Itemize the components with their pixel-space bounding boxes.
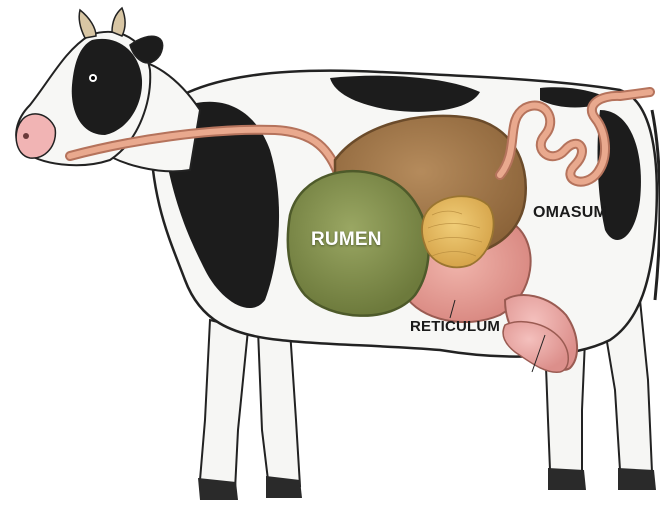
horn-left	[79, 10, 96, 38]
front-leg-left	[200, 320, 248, 490]
horn-right	[112, 8, 125, 36]
label-reticulum: RETICULUM	[410, 318, 500, 335]
eye-pupil	[91, 76, 95, 80]
nostril	[23, 133, 29, 139]
hoof-hind-left	[548, 468, 586, 490]
front-leg-right	[258, 330, 300, 486]
label-omasum: OMASUM	[533, 204, 607, 222]
hoof-hind-right	[618, 468, 656, 490]
label-rumen: RUMEN	[311, 229, 382, 251]
